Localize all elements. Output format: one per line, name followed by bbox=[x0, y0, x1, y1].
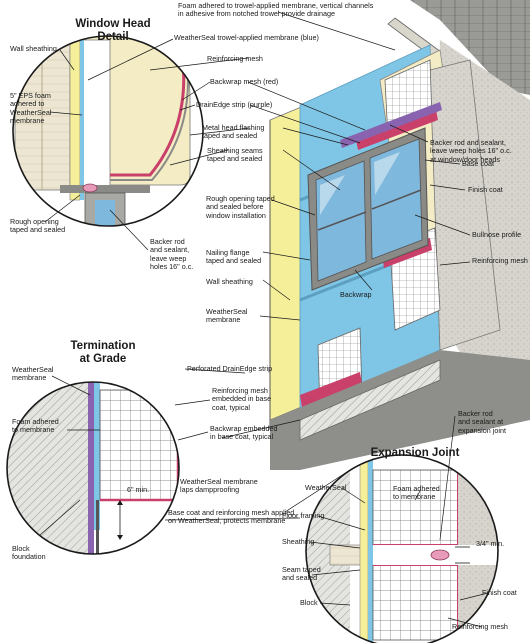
label-reinforcing-mesh-right: Reinforcing mesh bbox=[472, 256, 528, 265]
label-weatherseal-ej: WeatherSeal bbox=[305, 483, 347, 492]
window-head-detail bbox=[12, 35, 204, 227]
label-foam-adhered-ej: Foam adhered to membrane bbox=[393, 484, 440, 502]
label-finish-coat: Finish coat bbox=[468, 185, 503, 194]
label-weatherseal-membrane: WeatherSeal membrane bbox=[206, 307, 248, 325]
label-sheathing-ej: Sheathing bbox=[282, 537, 315, 546]
leader-lines bbox=[39, 11, 489, 628]
label-backer-rod-expansion: Backer rod and sealant at expansion join… bbox=[458, 409, 506, 435]
label-rough-opening-wh: Rough opening taped and sealed bbox=[10, 217, 66, 235]
termination-detail bbox=[6, 381, 180, 555]
foundation-ground bbox=[270, 350, 530, 470]
label-three-quarter-min: 3/4" min. bbox=[476, 539, 505, 548]
backwrap-red-base bbox=[300, 372, 362, 408]
label-base-coat-mesh: Base coat and reinforcing mesh applied o… bbox=[168, 508, 295, 526]
label-wall-sheathing-wh: Wall sheathing bbox=[10, 44, 57, 53]
label-base-coat: Base coat bbox=[462, 159, 494, 168]
label-eps-foam: 5" EPS foam adhered to WeatherSeal membr… bbox=[10, 91, 52, 126]
label-weatherseal-laps: WeatherSeal membrane laps dampproofing bbox=[180, 477, 258, 495]
label-reinforcing-mesh-top: Reinforcing mesh bbox=[207, 54, 263, 63]
label-block-ej: Block bbox=[300, 598, 318, 607]
label-metal-head-flashing: Metal head flashing taped and sealed bbox=[202, 123, 265, 141]
label-weatherseal-trowel: WeatherSeal trowel-applied membrane (blu… bbox=[174, 33, 319, 42]
main-wall-assembly bbox=[269, 0, 530, 470]
label-backwrap: Backwrap bbox=[340, 290, 372, 299]
expansion-joint-title: Expansion Joint bbox=[370, 447, 460, 459]
label-seam-taped: Seam taped and sealed bbox=[282, 565, 321, 583]
label-finish-coat-ej: Finish coat bbox=[482, 588, 517, 597]
label-drainedge-purple: DrainEdge strip (purple) bbox=[196, 100, 273, 109]
label-backwrap-mesh-red: Backwrap mesh (red) bbox=[210, 77, 279, 86]
label-block-foundation: Block foundation bbox=[12, 544, 46, 562]
label-wall-sheathing-main: Wall sheathing bbox=[206, 277, 253, 286]
label-reinforcing-mesh-embedded: Reinforcing mesh embedded in base coat, … bbox=[212, 386, 272, 412]
label-sheathing-seams: Sheathing seams taped and sealed bbox=[207, 146, 263, 164]
window-head-title: Window Head Detail bbox=[75, 18, 151, 43]
drainedge-strip bbox=[340, 102, 442, 148]
label-nailing-flange: Nailing flange taped and sealed bbox=[206, 248, 262, 266]
label-foam-adhered-top: Foam adhered to trowel-applied membrane,… bbox=[178, 1, 374, 19]
roof-shingles bbox=[372, 0, 530, 95]
label-weatherseal-membrane-term: WeatherSeal membrane bbox=[12, 365, 54, 383]
label-bullnose-profile: Bullnose profile bbox=[472, 230, 522, 239]
label-backer-rod-wh: Backer rod and sealant, leave weep holes… bbox=[150, 237, 194, 272]
label-rough-opening-install: Rough opening taped and sealed before wi… bbox=[206, 194, 275, 220]
label-reinforcing-mesh-ej: Reinforcing mesh bbox=[452, 622, 508, 631]
label-floor-framing: Floor framing bbox=[282, 511, 325, 520]
label-backer-rod-heads: Backer rod and sealant, leave weep holes… bbox=[430, 138, 512, 164]
block-foundation-main bbox=[299, 359, 441, 441]
label-perforated-drainedge: Perforated DrainEdge strip bbox=[187, 364, 273, 373]
label-six-min: 6" min. bbox=[127, 485, 150, 494]
label-backwrap-embedded: Backwrap embedded in base coat, typical bbox=[210, 424, 278, 442]
termination-title: Termination at Grade bbox=[70, 340, 136, 365]
label-foam-adhered-membrane: Foam adhered to membrane bbox=[12, 417, 59, 435]
